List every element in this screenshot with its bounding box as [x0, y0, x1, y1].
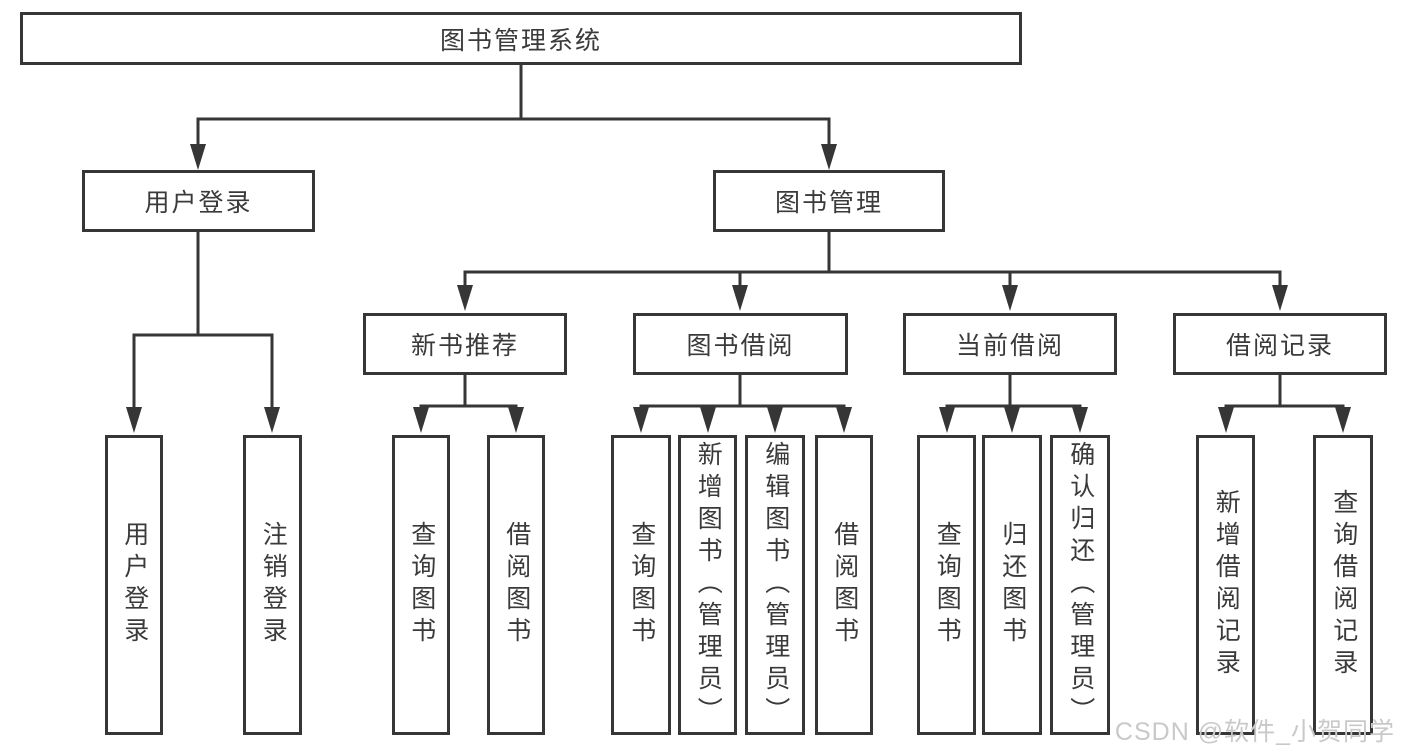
node-label: 编辑图书（管理员） — [761, 441, 790, 729]
arrow-down-icon — [126, 407, 142, 433]
leaf-borrow-books-recommend: 借阅图书 — [487, 435, 545, 735]
arrow-down-icon — [1335, 407, 1351, 433]
arrow-down-icon — [1002, 285, 1018, 311]
leaf-query-books-borrowing: 查询图书 — [611, 435, 671, 735]
leaf-add-books-admin: 新增图书（管理员） — [678, 435, 737, 735]
arrowheads — [126, 144, 1351, 433]
node-new-book-recommendation: 新书推荐 — [363, 313, 567, 375]
node-label: 借阅图书 — [502, 521, 531, 649]
leaf-query-books-current: 查询图书 — [917, 435, 976, 735]
node-borrowing-records: 借阅记录 — [1173, 313, 1387, 375]
node-label: 图书管理系统 — [439, 26, 602, 55]
node-label: 查询图书 — [407, 521, 436, 649]
node-book-management: 图书管理 — [713, 170, 945, 232]
arrow-down-icon — [264, 407, 280, 433]
arrow-down-icon — [508, 407, 524, 433]
leaf-query-books-recommend: 查询图书 — [392, 435, 450, 735]
node-label: 图书管理 — [774, 189, 883, 217]
node-label: 用户登录 — [144, 189, 253, 217]
node-label: 借阅记录 — [1225, 332, 1334, 360]
leaf-borrow-books-borrowing: 借阅图书 — [815, 435, 873, 735]
watermark: CSDN @软件_小贺同学 — [1114, 718, 1395, 746]
node-root: 图书管理系统 — [20, 12, 1022, 65]
arrow-down-icon — [190, 144, 206, 170]
wire-borrowing-split — [639, 404, 846, 414]
arrow-down-icon — [413, 407, 429, 433]
wire-records-split — [1224, 404, 1345, 414]
node-current-borrowing: 当前借阅 — [903, 313, 1117, 375]
node-user-login: 用户登录 — [82, 170, 315, 232]
arrow-down-icon — [939, 407, 955, 433]
leaf-logout: 注销登录 — [243, 435, 302, 735]
arrow-down-icon — [1072, 407, 1088, 433]
node-label: 确认归还（管理员） — [1066, 441, 1095, 729]
leaf-edit-books-admin: 编辑图书（管理员） — [745, 435, 805, 735]
leaf-return-books: 归还图书 — [982, 435, 1042, 735]
node-label: 查询图书 — [627, 521, 656, 649]
wire-newbook-split — [419, 404, 518, 414]
arrow-down-icon — [700, 407, 716, 433]
node-label: 当前借阅 — [955, 332, 1064, 360]
arrow-down-icon — [821, 144, 837, 170]
node-book-borrowing: 图书借阅 — [633, 313, 848, 375]
wire-root-split — [196, 117, 831, 150]
arrow-down-icon — [836, 407, 852, 433]
node-label: 新增借阅记录 — [1212, 489, 1241, 681]
node-label: 归还图书 — [998, 521, 1027, 649]
node-label: 用户登录 — [120, 521, 149, 649]
node-label: 借阅图书 — [830, 521, 859, 649]
arrow-down-icon — [457, 285, 473, 311]
node-label: 新增图书（管理员） — [694, 441, 723, 729]
node-label: 查询图书 — [933, 521, 962, 649]
arrow-down-icon — [732, 285, 748, 311]
leaf-user-login: 用户登录 — [105, 435, 163, 735]
wire-bookmgmt-split — [463, 270, 1282, 292]
arrow-down-icon — [1218, 407, 1234, 433]
node-label: 注销登录 — [259, 521, 288, 649]
node-label: 图书借阅 — [686, 332, 795, 360]
arrow-down-icon — [767, 407, 783, 433]
arrow-down-icon — [633, 407, 649, 433]
arrow-down-icon — [1004, 407, 1020, 433]
leaf-query-borrow-record: 查询借阅记录 — [1313, 435, 1373, 735]
arrow-down-icon — [1272, 285, 1288, 311]
node-label: 新书推荐 — [410, 332, 519, 360]
wire-userlogin-split — [132, 333, 274, 412]
leaf-add-borrow-record: 新增借阅记录 — [1196, 435, 1255, 735]
leaf-confirm-return-admin: 确认归还（管理员） — [1050, 435, 1110, 735]
node-label: 查询借阅记录 — [1329, 489, 1358, 681]
